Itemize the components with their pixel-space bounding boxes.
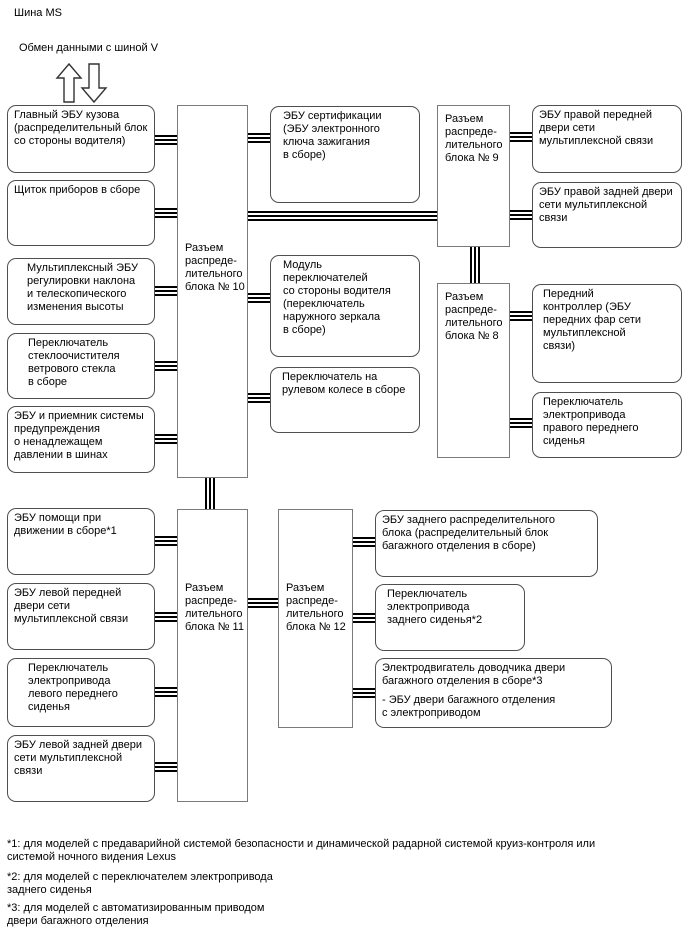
node-rear-left-door-multiplex-ecu: ЭБУ левой задней двери сети мультиплексн… <box>7 735 155 802</box>
bus-title: Шина MS <box>14 7 62 19</box>
footnote-1: *1: для моделей с предаварийной системой… <box>7 838 596 863</box>
node-steering-wheel-switch: Переключатель на рулевом колесе в сборе <box>270 367 420 433</box>
junction-block-9: Разъем распреде- лительного блока № 9 <box>437 105 510 247</box>
node-label: Модуль переключателей со стороны водител… <box>283 259 391 336</box>
junction-block-12-label: Разъем распреде- лительного блока № 12 <box>286 582 346 633</box>
connector-j11-j12-bus <box>248 598 278 608</box>
junction-block-12: Разъем распреде- лительного блока № 12 <box>278 509 353 728</box>
node-label: ЭБУ заднего распределительного блока (ра… <box>382 514 555 552</box>
connector-j8-front-controller <box>510 311 532 321</box>
node-label: ЭБУ левой задней двери сети мультиплексн… <box>14 739 142 777</box>
bus-exchange-arrows-icon <box>55 62 108 104</box>
node-label: Мультиплексный ЭБУ регулировки наклона и… <box>27 262 138 313</box>
node-label: ЭБУ сертификации (ЭБУ электронного ключа… <box>283 110 382 161</box>
junction-block-9-label: Разъем распреде- лительного блока № 9 <box>445 113 503 164</box>
node-front-right-power-seat-switch: Переключатель электропривода правого пер… <box>532 392 682 458</box>
node-front-left-power-seat-switch: Переключатель электропривода левого пере… <box>7 658 155 727</box>
connector-front-left-door-j11 <box>155 612 177 622</box>
node-tilt-telescopic-multiplex-ecu: Мультиплексный ЭБУ регулировки наклона и… <box>7 258 155 325</box>
junction-block-8: Разъем распреде- лительного блока № 8 <box>437 283 510 458</box>
connector-left-seat-switch-j11 <box>155 687 177 697</box>
node-rear-right-door-multiplex-ecu: ЭБУ правой задней двери сети мультиплекс… <box>532 182 682 248</box>
node-label: Переключатель на рулевом колесе в сборе <box>282 371 406 396</box>
junction-block-10: Разъем распреде- лительного блока № 10 <box>177 105 248 478</box>
node-luggage-door-closer-motor: Электродвигатель доводчика двери багажно… <box>375 658 612 728</box>
node-label: ЭБУ и приемник системы предупреждения о … <box>14 410 144 461</box>
connector-tilt-ecu-j10 <box>155 286 177 296</box>
node-tire-pressure-warning-ecu: ЭБУ и приемник системы предупреждения о … <box>7 406 155 473</box>
junction-block-10-label: Разъем распреде- лительного блока № 10 <box>185 242 245 293</box>
arrow-up-icon <box>55 62 83 103</box>
node-driving-support-ecu: ЭБУ помощи при движении в сборе*1 <box>7 508 155 575</box>
node-rear-power-seat-switch: Переключатель электропривода заднего сид… <box>375 584 525 651</box>
node-label: Переключатель электропривода правого пер… <box>543 396 639 447</box>
node-label: ЭБУ правой задней двери сети мультиплекс… <box>539 186 673 224</box>
connector-j12-luggage-motor <box>353 688 375 698</box>
connector-j10-steering-switch <box>248 393 270 403</box>
junction-block-11: Разъем распреде- лительного блока № 11 <box>177 509 248 802</box>
node-front-left-door-multiplex-ecu: ЭБУ левой передней двери сети мультиплек… <box>7 583 155 650</box>
footnote-2: *2: для моделей с переключателем электро… <box>7 871 273 896</box>
connector-driving-support-j11 <box>155 536 177 546</box>
node-label: Передний контроллер (ЭБУ передних фар се… <box>543 288 642 352</box>
connector-j9-rear-right-door <box>510 210 532 220</box>
node-driver-side-switch-module: Модуль переключателей со стороны водител… <box>270 255 420 357</box>
connector-j10-certification-ecu <box>248 133 270 143</box>
node-label: Переключатель стеклоочистителя ветрового… <box>28 337 120 388</box>
node-label: ЭБУ правой передней двери сети мультипле… <box>539 109 654 147</box>
connector-j8-right-seat-switch <box>510 418 532 428</box>
node-label: ЭБУ помощи при движении в сборе*1 <box>14 512 117 537</box>
node-certification-ecu: ЭБУ сертификации (ЭБУ электронного ключа… <box>270 106 420 203</box>
connector-main-body-ecu-j10 <box>155 135 177 145</box>
node-front-right-door-multiplex-ecu: ЭБУ правой передней двери сети мультипле… <box>532 105 682 173</box>
connector-j10-switch-module <box>248 293 270 303</box>
node-main-body-ecu: Главный ЭБУ кузова (распределительный бл… <box>7 105 155 173</box>
node-front-controller-ecu: Передний контроллер (ЭБУ передних фар се… <box>532 284 682 383</box>
node-label: Переключатель электропривода заднего сид… <box>387 588 483 626</box>
node-label: Переключатель электропривода левого пере… <box>28 662 118 713</box>
node-windshield-wiper-switch: Переключатель стеклоочистителя ветрового… <box>7 333 155 399</box>
connector-instrument-cluster-j10 <box>155 208 177 218</box>
connector-j9-front-right-door <box>510 132 532 142</box>
connector-j12-rear-junction-ecu <box>353 537 375 547</box>
exchange-label: Обмен данными с шиной V <box>19 42 159 54</box>
node-sublabel: - ЭБУ двери багажного отделения с электр… <box>382 694 556 719</box>
connector-rear-left-door-j11 <box>155 762 177 772</box>
connector-j10-j11-bus <box>205 478 215 509</box>
connector-j9-j8-bus <box>470 247 480 283</box>
node-label: Щиток приборов в сборе <box>14 184 141 196</box>
connector-j12-rear-seat-switch <box>353 613 375 623</box>
node-label: Главный ЭБУ кузова (распределительный бл… <box>14 109 148 147</box>
node-label: Электродвигатель доводчика двери багажно… <box>382 662 566 687</box>
connector-tire-pressure-j10 <box>155 434 177 444</box>
node-label: ЭБУ левой передней двери сети мультиплек… <box>14 587 129 625</box>
node-instrument-cluster: Щиток приборов в сборе <box>7 180 155 246</box>
node-rear-junction-block-ecu: ЭБУ заднего распределительного блока (ра… <box>375 510 598 577</box>
connector-wiper-switch-j10 <box>155 361 177 371</box>
junction-block-8-label: Разъем распреде- лительного блока № 8 <box>445 291 503 342</box>
junction-block-11-label: Разъем распреде- лительного блока № 11 <box>185 582 244 633</box>
footnote-3: *3: для моделей с автоматизированным при… <box>7 902 265 927</box>
connector-j10-j9-bus <box>248 211 437 221</box>
arrow-down-icon <box>80 63 108 104</box>
